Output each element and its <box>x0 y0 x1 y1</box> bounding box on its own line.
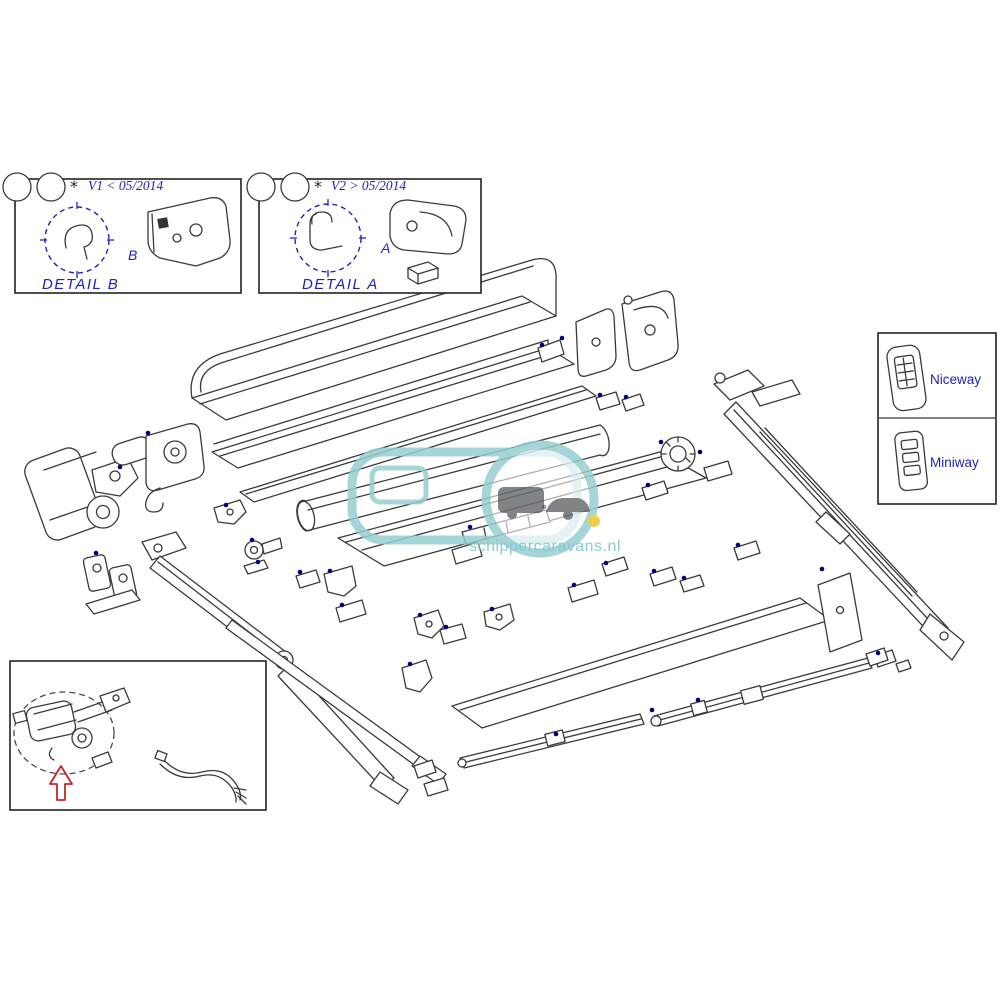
watermark-wheel-yellow <box>588 515 600 527</box>
right-spring-arm <box>713 369 965 661</box>
detail-b-hook-part <box>64 224 93 260</box>
lead-rail-bars <box>413 647 889 797</box>
fabric-end-spigot <box>703 460 733 482</box>
footnote-circle-3 <box>246 172 276 202</box>
watermark-car-caravan-silhouette <box>498 487 600 527</box>
niceway-label: Niceway <box>930 372 981 387</box>
detail-b-part-letter: B <box>128 247 137 263</box>
detail-b-endcap-part <box>147 197 231 267</box>
awning-case-top-cover <box>190 258 557 421</box>
watermark-site-text: schippercaravans.nl <box>469 538 621 555</box>
footnote-circle-2 <box>36 172 66 202</box>
detail-a-box: * V2 > 05/2014 A DETAIL A <box>246 172 482 294</box>
front-profile-cover <box>451 572 863 729</box>
detail-b-asterisk: * <box>70 177 78 196</box>
niceway-remote-icon <box>886 344 927 412</box>
miniway-label: Miniway <box>930 455 979 470</box>
case-end-caps <box>575 290 679 377</box>
motor-detail-art <box>12 687 131 769</box>
footnote-circle-1 <box>2 172 32 202</box>
roller-end-gear <box>660 436 696 472</box>
footnote-circle-4 <box>280 172 310 202</box>
motor-cable-art <box>154 749 247 805</box>
detail-a-title: DETAIL A <box>302 276 379 293</box>
detail-a-hook-part <box>309 211 343 251</box>
detail-a-version-note: V2 > 05/2014 <box>331 178 406 193</box>
gearbox-crank <box>145 423 205 513</box>
watermark-logo: schippercaravans.nl <box>347 440 621 558</box>
detail-a-spacer-block <box>407 261 439 285</box>
detail-a-part-letter: A <box>380 240 390 256</box>
red-pointer-arrow <box>49 765 73 801</box>
detail-b-version-note: V1 < 05/2014 <box>88 178 163 193</box>
detail-a-asterisk: * <box>314 177 322 196</box>
motor-detail-box <box>9 660 267 811</box>
detail-b-box: * V1 < 05/2014 B DETAIL B <box>2 172 242 294</box>
case-lower-profile <box>239 385 597 503</box>
detail-a-endcap-part <box>389 199 467 255</box>
motor-assembly <box>24 436 153 541</box>
remote-options-panel: Niceway Miniway <box>877 332 997 505</box>
detail-b-title: DETAIL B <box>42 276 119 293</box>
miniway-remote-icon <box>894 430 929 492</box>
watermark-caravan-window <box>369 465 429 505</box>
wall-brackets <box>82 554 141 615</box>
part-marker-dots <box>93 335 881 737</box>
left-spring-arm <box>141 531 447 805</box>
motor-callout-ellipse <box>13 691 115 775</box>
